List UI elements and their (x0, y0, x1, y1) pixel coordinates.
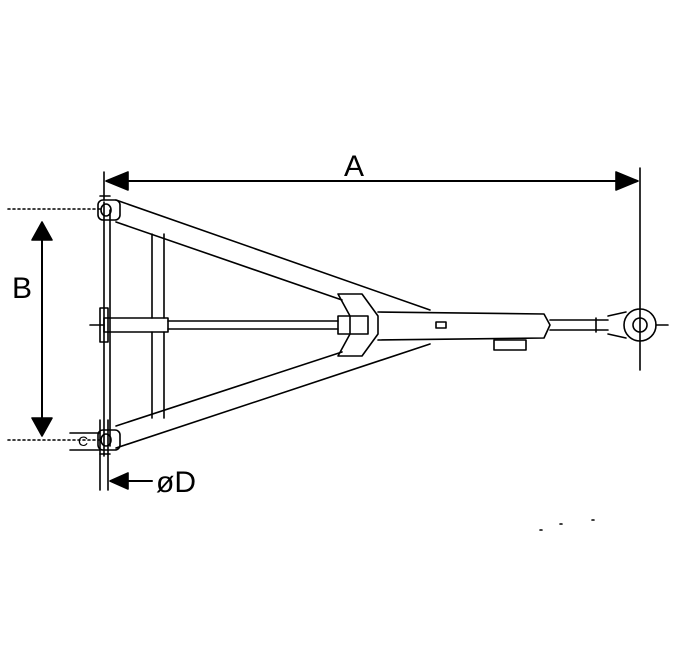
dimension-b (7, 208, 101, 441)
cross-beam (103, 201, 165, 457)
label-b: B (12, 272, 32, 305)
top-pin-bracket (97, 195, 121, 221)
center-coupling (337, 293, 379, 357)
label-d: øD (156, 466, 196, 499)
central-shaft (89, 307, 339, 343)
dimension-a (103, 167, 641, 371)
dimension-d (99, 419, 153, 491)
drawbar-tube (377, 311, 627, 351)
towing-eye (623, 308, 669, 342)
label-c: C (78, 433, 88, 449)
dimension-c (69, 432, 101, 451)
bottom-pin-bracket (97, 429, 121, 455)
label-a: A (344, 150, 364, 183)
upper-arm (115, 199, 431, 311)
lower-arm (115, 343, 431, 449)
centerline-marks (539, 519, 595, 531)
